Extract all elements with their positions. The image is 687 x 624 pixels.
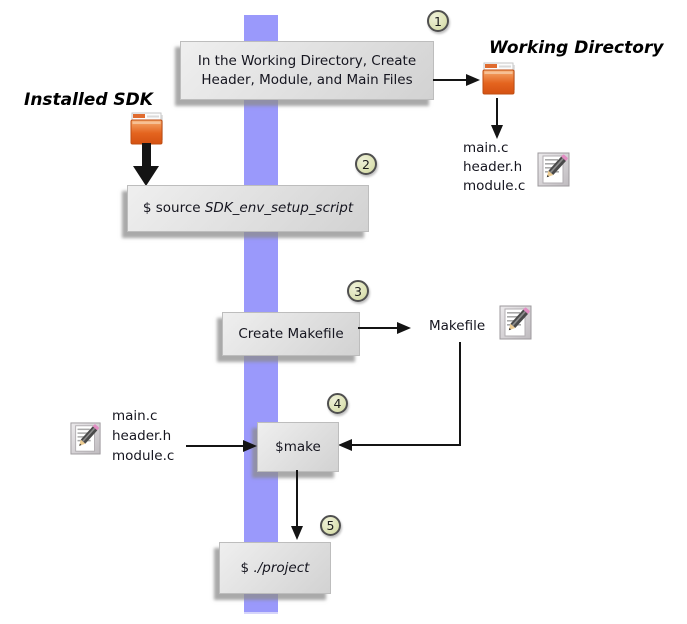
script-name: SDK_env_setup_script: [204, 200, 354, 216]
step4-box: $make: [257, 422, 339, 472]
installed-sdk-heading: Installed SDK: [24, 90, 153, 110]
arrowhead-right-icon: [243, 440, 257, 452]
arrowhead-right-icon: [397, 322, 411, 334]
working-directory-heading: Working Directory: [489, 38, 664, 58]
input-files-list: main.c header.h module.c: [112, 406, 174, 466]
step-badge-2: 2: [355, 153, 377, 175]
arrow-folder-to-files: [496, 98, 498, 126]
step2-command: $ source SDK_env_setup_script: [142, 200, 354, 216]
arrowhead-left-icon: [338, 439, 352, 451]
text-file-edit-icon: [537, 150, 571, 192]
file-name: header.h: [112, 428, 172, 444]
arrow-files-to-make: [186, 445, 244, 447]
step-number: 4: [333, 396, 342, 411]
connector-makefile-horizontal: [350, 444, 461, 446]
step4-label: $make: [275, 438, 321, 455]
step-number: 2: [362, 156, 370, 172]
step-number: 3: [354, 283, 362, 299]
step-number: 1: [434, 13, 442, 29]
step-number: 5: [326, 518, 335, 533]
step2-box: $ source SDK_env_setup_script: [127, 185, 369, 232]
working-files-list: main.c header.h module.c: [463, 139, 525, 196]
arrowhead-right-icon: [466, 74, 480, 86]
step1-box: In the Working Directory, Create Header,…: [180, 41, 434, 100]
step1-text-line2: Header, Module, and Main Files: [201, 71, 413, 88]
thick-arrow-shaft: [142, 143, 151, 168]
makefile-label: Makefile: [429, 318, 486, 334]
text-file-edit-icon: [70, 419, 102, 461]
file-name: module.c: [463, 178, 526, 194]
step5-box: $ ./project: [219, 542, 331, 594]
arrow-box1-to-folder: [433, 79, 467, 81]
arrow-make-to-project: [296, 470, 298, 527]
text-file-edit-icon: [499, 303, 533, 345]
step1-text-line1: In the Working Directory, Create: [197, 52, 417, 69]
arrowhead-down-icon: [291, 526, 303, 540]
file-name: main.c: [112, 408, 158, 424]
arrow-box3-to-makefile: [358, 327, 398, 329]
step3-label: Create Makefile: [238, 325, 344, 342]
file-name: main.c: [463, 140, 509, 156]
step-badge-4: 4: [327, 393, 348, 414]
file-name: header.h: [463, 159, 523, 175]
step5-command: $ ./project: [240, 559, 310, 576]
thick-arrowhead-down-icon: [133, 166, 159, 186]
step-badge-5: 5: [320, 515, 341, 536]
step3-box: Create Makefile: [222, 312, 360, 356]
step-badge-3: 3: [347, 280, 369, 302]
file-name: module.c: [112, 448, 175, 464]
folder-icon: [481, 62, 517, 102]
project-binary-name: ./project: [253, 559, 310, 576]
step-badge-1: 1: [427, 10, 449, 32]
connector-makefile-vertical: [459, 342, 461, 445]
arrowhead-down-icon: [491, 125, 503, 139]
